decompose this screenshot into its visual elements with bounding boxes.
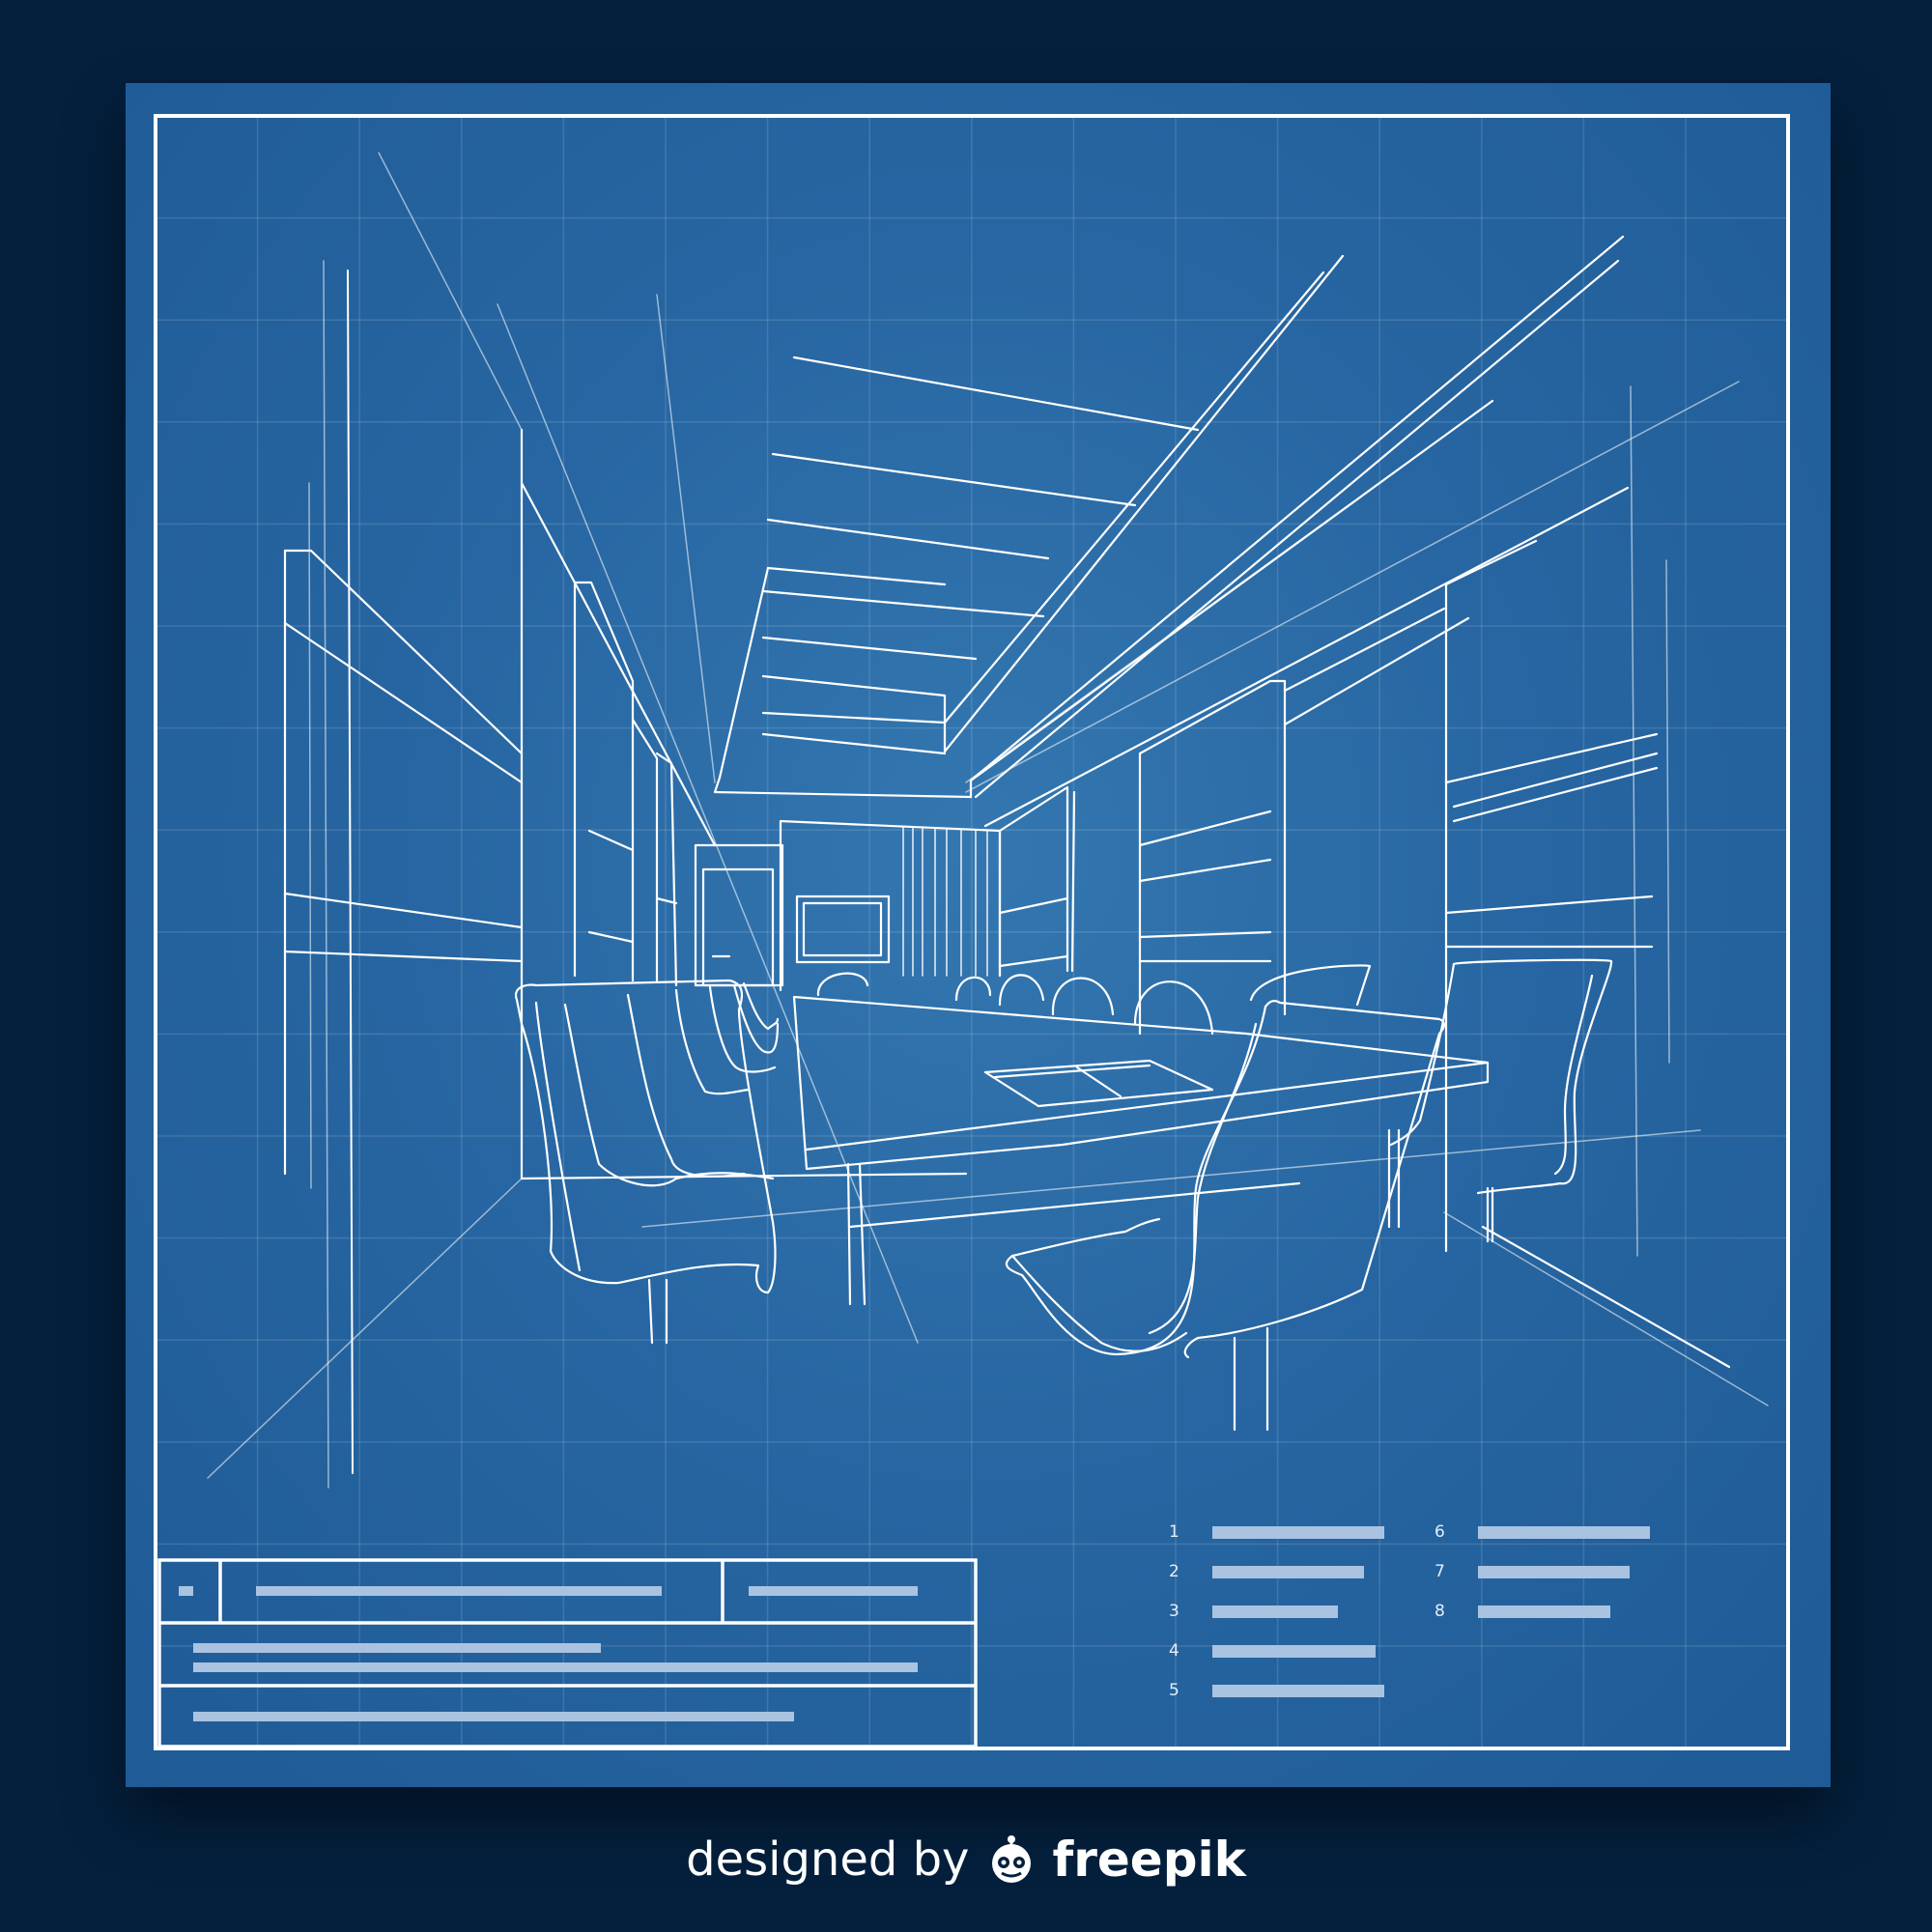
legend-bar	[1212, 1566, 1364, 1578]
blueprint-sheet	[126, 83, 1831, 1787]
title-block	[157, 1558, 978, 1748]
title-block-placeholder-bars	[179, 1586, 918, 1721]
legend-bar	[1212, 1645, 1376, 1658]
legend-number: 6	[1435, 1522, 1446, 1542]
drawing-border	[154, 114, 1790, 1750]
legend-number: 5	[1169, 1681, 1180, 1700]
legend-number: 2	[1169, 1562, 1180, 1581]
freepik-logo-icon	[992, 1835, 1032, 1883]
legend-number: 7	[1435, 1562, 1446, 1581]
legend-number: 3	[1169, 1602, 1180, 1621]
room-perspective-sketch	[207, 152, 1769, 1489]
credit-brand: freepik	[1052, 1832, 1246, 1888]
legend-number: 4	[1169, 1641, 1180, 1661]
legend-bar	[1212, 1685, 1384, 1697]
blueprint-grid	[155, 115, 1789, 1749]
legend-bar	[1212, 1526, 1384, 1539]
legend-number: 1	[1169, 1522, 1180, 1542]
legend-number: 8	[1435, 1602, 1446, 1621]
legend-bar	[1478, 1526, 1650, 1539]
legend-bar	[1478, 1566, 1630, 1578]
credit-line: designed by freepik	[0, 1826, 1932, 1893]
legend-bar	[1478, 1605, 1610, 1618]
legend-bar	[1212, 1605, 1338, 1618]
credit-prefix: designed by	[686, 1833, 970, 1887]
